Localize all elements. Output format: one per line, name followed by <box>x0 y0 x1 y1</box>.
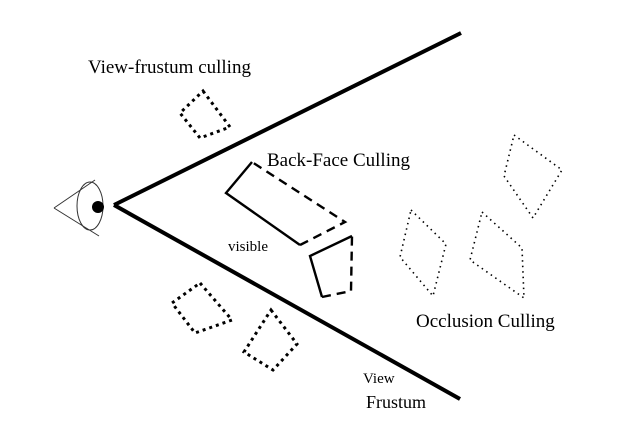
occluded-object-1 <box>503 133 564 220</box>
eye-pupil <box>92 201 104 213</box>
back-face-culling-label: Back-Face Culling <box>267 150 410 171</box>
frustum-label: Frustum <box>366 392 426 412</box>
frustum-culled-object-3 <box>241 307 299 372</box>
frustum-culled-object-1 <box>177 88 233 140</box>
visible-label: visible <box>228 239 268 255</box>
eye-icon <box>53 179 104 237</box>
frustum-upper-edge <box>113 31 462 207</box>
back-face-object-2 <box>308 234 354 299</box>
back-face-edges <box>251 160 348 247</box>
occluded-object-2 <box>399 208 447 298</box>
eye-lower-line <box>53 207 100 237</box>
occlusion-culling-label: Occlusion Culling <box>416 311 555 332</box>
frustum-lower-edge <box>113 203 461 401</box>
eye-upper-line <box>53 179 96 209</box>
front-face-edges <box>308 234 353 298</box>
back-face-object-1 <box>224 160 348 247</box>
front-face-edges <box>224 161 301 246</box>
view-frustum-culling-label: View-frustum culling <box>88 57 251 78</box>
back-face-edges <box>321 235 354 299</box>
view-label: View <box>363 371 395 387</box>
frustum-culled-object-2 <box>169 280 235 335</box>
occluded-object-3 <box>469 210 525 300</box>
